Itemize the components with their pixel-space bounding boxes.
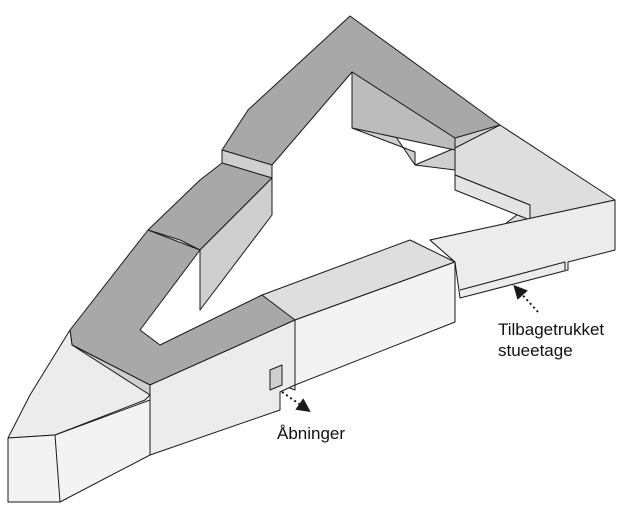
right-wing xyxy=(429,124,616,299)
openings-arrow xyxy=(281,391,311,412)
left-wing xyxy=(147,162,273,311)
recessed-floor-label-line-2: stueetage xyxy=(498,341,573,360)
tip-edge xyxy=(54,434,61,503)
openings-label: Åbninger xyxy=(277,424,346,443)
left-wing-front-wall xyxy=(199,177,273,311)
recessed-ground-floor-line xyxy=(459,261,566,291)
tip-wedge xyxy=(7,329,151,503)
right-wing-outer-wall xyxy=(429,199,616,299)
right-wing-inner-wall xyxy=(454,149,531,221)
front-block xyxy=(149,319,296,456)
front-block-notch xyxy=(269,364,283,391)
recessed-floor-label-line-1: Tilbagetrukket xyxy=(498,320,605,339)
recessed-floor-arrow xyxy=(513,284,539,313)
tip-roof xyxy=(7,329,151,439)
